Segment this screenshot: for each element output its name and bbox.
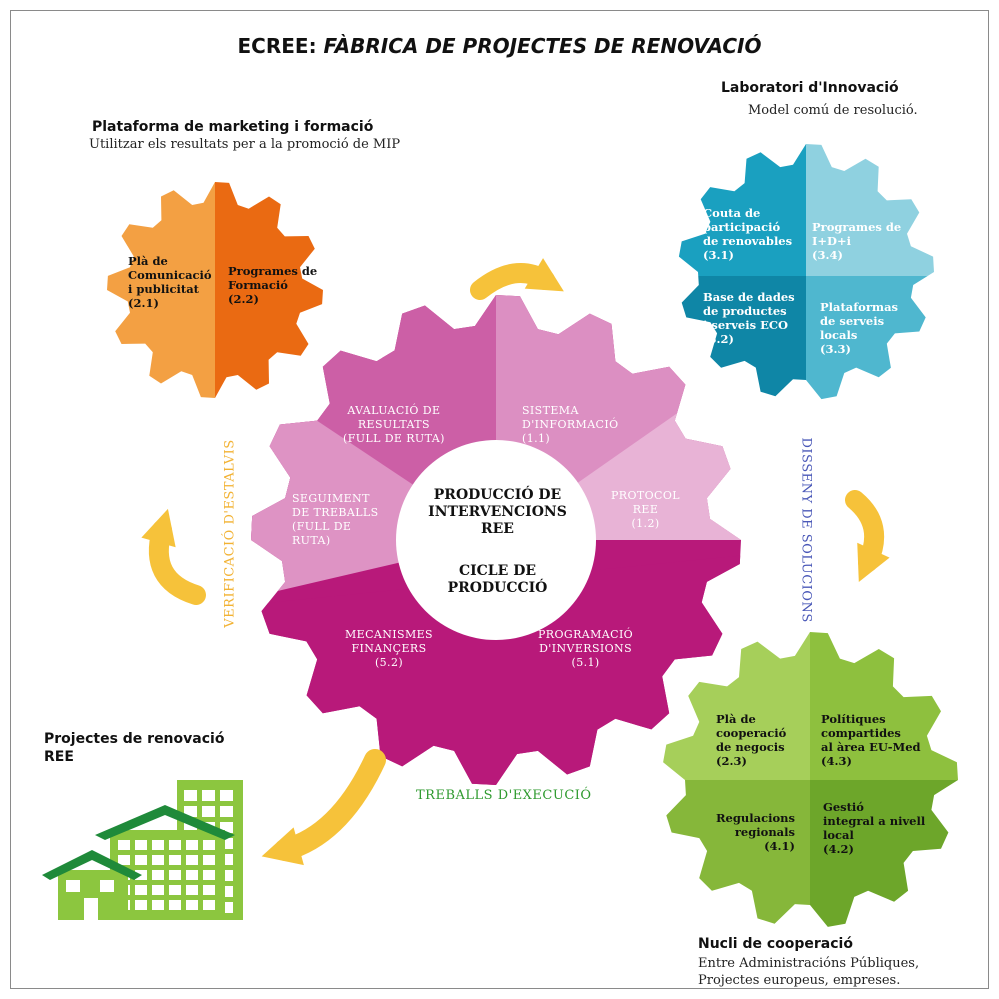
building-window <box>203 870 215 880</box>
building-window <box>152 900 164 910</box>
cooperation-segment-label: Regulacions regionals (4.1) <box>716 811 795 853</box>
flow-label-execution: TREBALLS D'EXECUCIÓ <box>416 788 592 803</box>
house-window <box>66 880 80 892</box>
building-window <box>135 855 147 865</box>
innovation-segment-label: Couta de participació de renovables (3.1… <box>703 206 793 262</box>
flow-label-solutions: DISSENY DE SOLUCIONS <box>798 437 814 623</box>
innovation-segment-label: Programes de I+D+i (3.4) <box>812 220 902 262</box>
building-window <box>186 870 198 880</box>
building-window <box>169 870 181 880</box>
cooperation-subtitle: Entre Administracións Públiques, Project… <box>698 956 920 988</box>
arrow-production-to-projects-head <box>261 827 304 866</box>
building-window <box>152 885 164 895</box>
arrow-verification-head <box>141 508 176 548</box>
building-window <box>203 885 215 895</box>
building-window <box>152 870 164 880</box>
building-window <box>152 840 164 850</box>
building-window <box>220 870 233 881</box>
production-segment-label: PROGRAMACIÓ D'INVERSIONS (5.1) <box>538 628 634 669</box>
production-segment-label: PROTOCOL REE (1.2) <box>611 489 680 530</box>
building-window <box>184 806 197 817</box>
production-segment-label: AVALUACIÓ DE RESULTATS (FULL DE RUTA) <box>343 404 445 445</box>
building-window <box>169 840 181 850</box>
projects-heading: Projectes de renovació REE <box>44 731 225 765</box>
cooperation-gear-segment <box>663 780 810 927</box>
marketing-segment-label: Programes de Formació (2.2) <box>228 264 318 306</box>
building-window <box>118 840 130 850</box>
building-window <box>186 855 198 865</box>
building-window <box>169 900 181 910</box>
building-icon <box>42 780 243 920</box>
building-window <box>220 886 233 897</box>
building-window <box>135 840 147 850</box>
innovation-heading: Laboratori d'Innovació <box>721 80 899 96</box>
building-window <box>220 822 233 833</box>
cooperation-segment-label: Polítiques compartides al àrea EU-Med (4… <box>821 712 921 768</box>
marketing-subtitle: Utilitzar els resultats per a la promoci… <box>89 137 401 152</box>
production-segment-label: MECANISMES FINANÇERS (5.2) <box>345 628 433 669</box>
cooperation-heading: Nucli de cooperació <box>698 936 853 952</box>
page-title: ECREE: FÀBRICA DE PROJECTES DE RENOVACIÓ <box>237 34 762 58</box>
innovation-gear <box>678 144 934 400</box>
marketing-segment-label: Plà de Comunicació i publicitat (2.1) <box>128 254 212 310</box>
building-window <box>220 854 233 865</box>
production-segment-label: SISTEMA D'INFORMACIÓ (1.1) <box>522 404 619 445</box>
innovation-segment-label: Plataformas de serveis locals (3.3) <box>820 300 899 356</box>
building-roof <box>95 805 235 840</box>
cooperation-gear <box>663 632 958 927</box>
arrow-innovation-to-cooperation-head <box>857 542 890 582</box>
innovation-segment-label: Base de dades de productes i serveis ECO… <box>703 290 795 346</box>
house-door <box>84 898 98 920</box>
house-roof <box>42 850 142 880</box>
building-window <box>118 855 130 865</box>
building-window <box>220 902 233 913</box>
building-window <box>186 900 198 910</box>
cooperation-segment-label: Plà de cooperació de negocis (2.3) <box>716 712 787 768</box>
cooperation-segment-label: Gestió integral a nivell local (4.2) <box>823 800 926 856</box>
building-window <box>220 806 233 817</box>
building-window <box>203 900 215 910</box>
building-window <box>186 885 198 895</box>
arrow-marketing-to-innovation-head <box>524 258 564 292</box>
arrow-production-to-projects-shaft <box>274 749 386 861</box>
diagram-frame <box>10 10 989 989</box>
flow-label-verification: VERIFICACIÓ D'ESTALVIS <box>222 439 238 628</box>
building-window <box>135 900 147 910</box>
marketing-heading: Plataforma de marketing i formació <box>92 119 374 135</box>
production-center-title: PRODUCCIÓ DE INTERVENCIONS REE <box>428 487 567 537</box>
house-window <box>100 880 114 892</box>
building-window <box>202 790 215 801</box>
building-window <box>202 806 215 817</box>
building-window <box>152 855 164 865</box>
production-center-subtitle: CICLE DE PRODUCCIÓ <box>447 563 548 596</box>
building-window <box>135 885 147 895</box>
building-window <box>169 885 181 895</box>
building-window <box>220 790 233 801</box>
building-window <box>220 838 233 849</box>
building-window <box>169 855 181 865</box>
production-segment-label: SEGUIMENT DE TREBALLS (FULL DE RUTA) <box>292 492 379 547</box>
innovation-subtitle: Model comú de resolució. <box>748 103 918 118</box>
building-window <box>184 822 197 833</box>
building-window <box>203 840 215 850</box>
building-window <box>203 855 215 865</box>
building-window <box>186 840 198 850</box>
building-window <box>184 790 197 801</box>
production-hub <box>396 440 596 640</box>
